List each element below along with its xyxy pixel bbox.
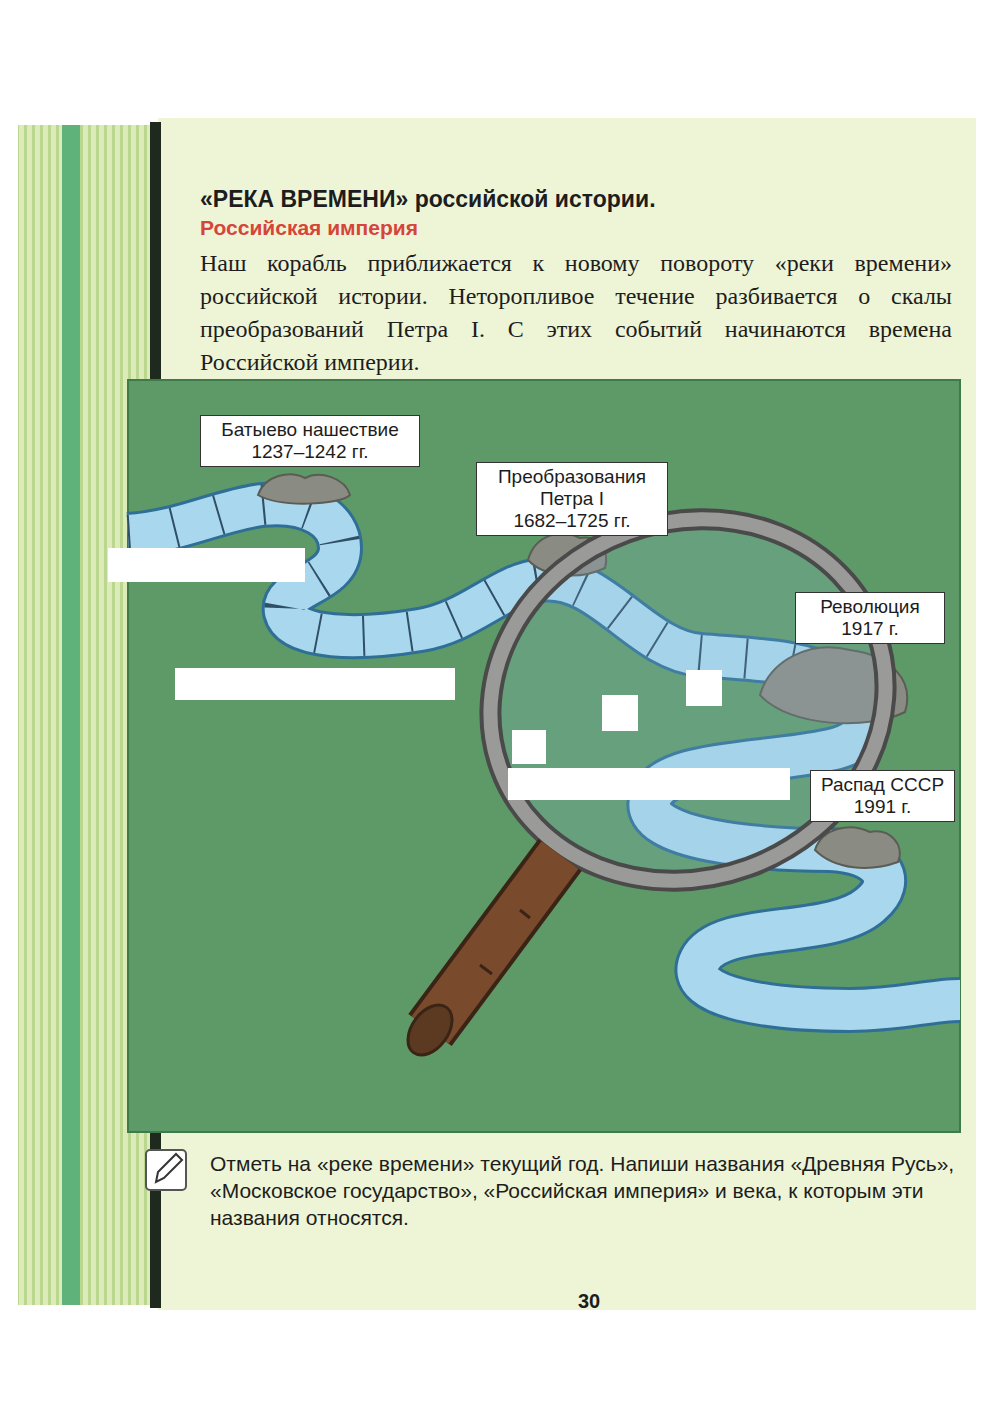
event-box: Распад СССР1991 г. xyxy=(810,770,955,822)
intro-paragraph: Наш корабль приближается к новому поворо… xyxy=(200,247,952,379)
illustration-frame xyxy=(128,380,960,1132)
event-date: 1917 г. xyxy=(804,618,936,640)
event-name: Батыево нашествие xyxy=(209,419,411,441)
event-name: Преобразования Петра I xyxy=(485,466,659,510)
task-instruction: Отметь на «реке времени» текущий год. На… xyxy=(210,1150,955,1231)
blank-fields xyxy=(108,548,790,800)
page-number: 30 xyxy=(578,1290,600,1313)
event-box: Преобразования Петра I1682–1725 гг. xyxy=(476,462,668,536)
event-name: Революция xyxy=(804,596,936,618)
magnifying-glass xyxy=(399,464,937,1063)
page-edge-band xyxy=(62,125,80,1305)
event-date: 1682–1725 гг. xyxy=(485,510,659,532)
event-box: Батыево нашествие1237–1242 гг. xyxy=(200,415,420,467)
page-title: «РЕКА ВРЕМЕНИ» российской истории. xyxy=(200,186,656,213)
subtitle: Российская империя xyxy=(200,216,418,240)
event-date: 1237–1242 гг. xyxy=(209,441,411,463)
pencil-icon xyxy=(146,1150,186,1190)
event-name: Распад СССР xyxy=(819,774,946,796)
event-date: 1991 г. xyxy=(819,796,946,818)
illustration-ground xyxy=(128,380,960,1132)
event-box: Революция1917 г. xyxy=(795,592,945,644)
